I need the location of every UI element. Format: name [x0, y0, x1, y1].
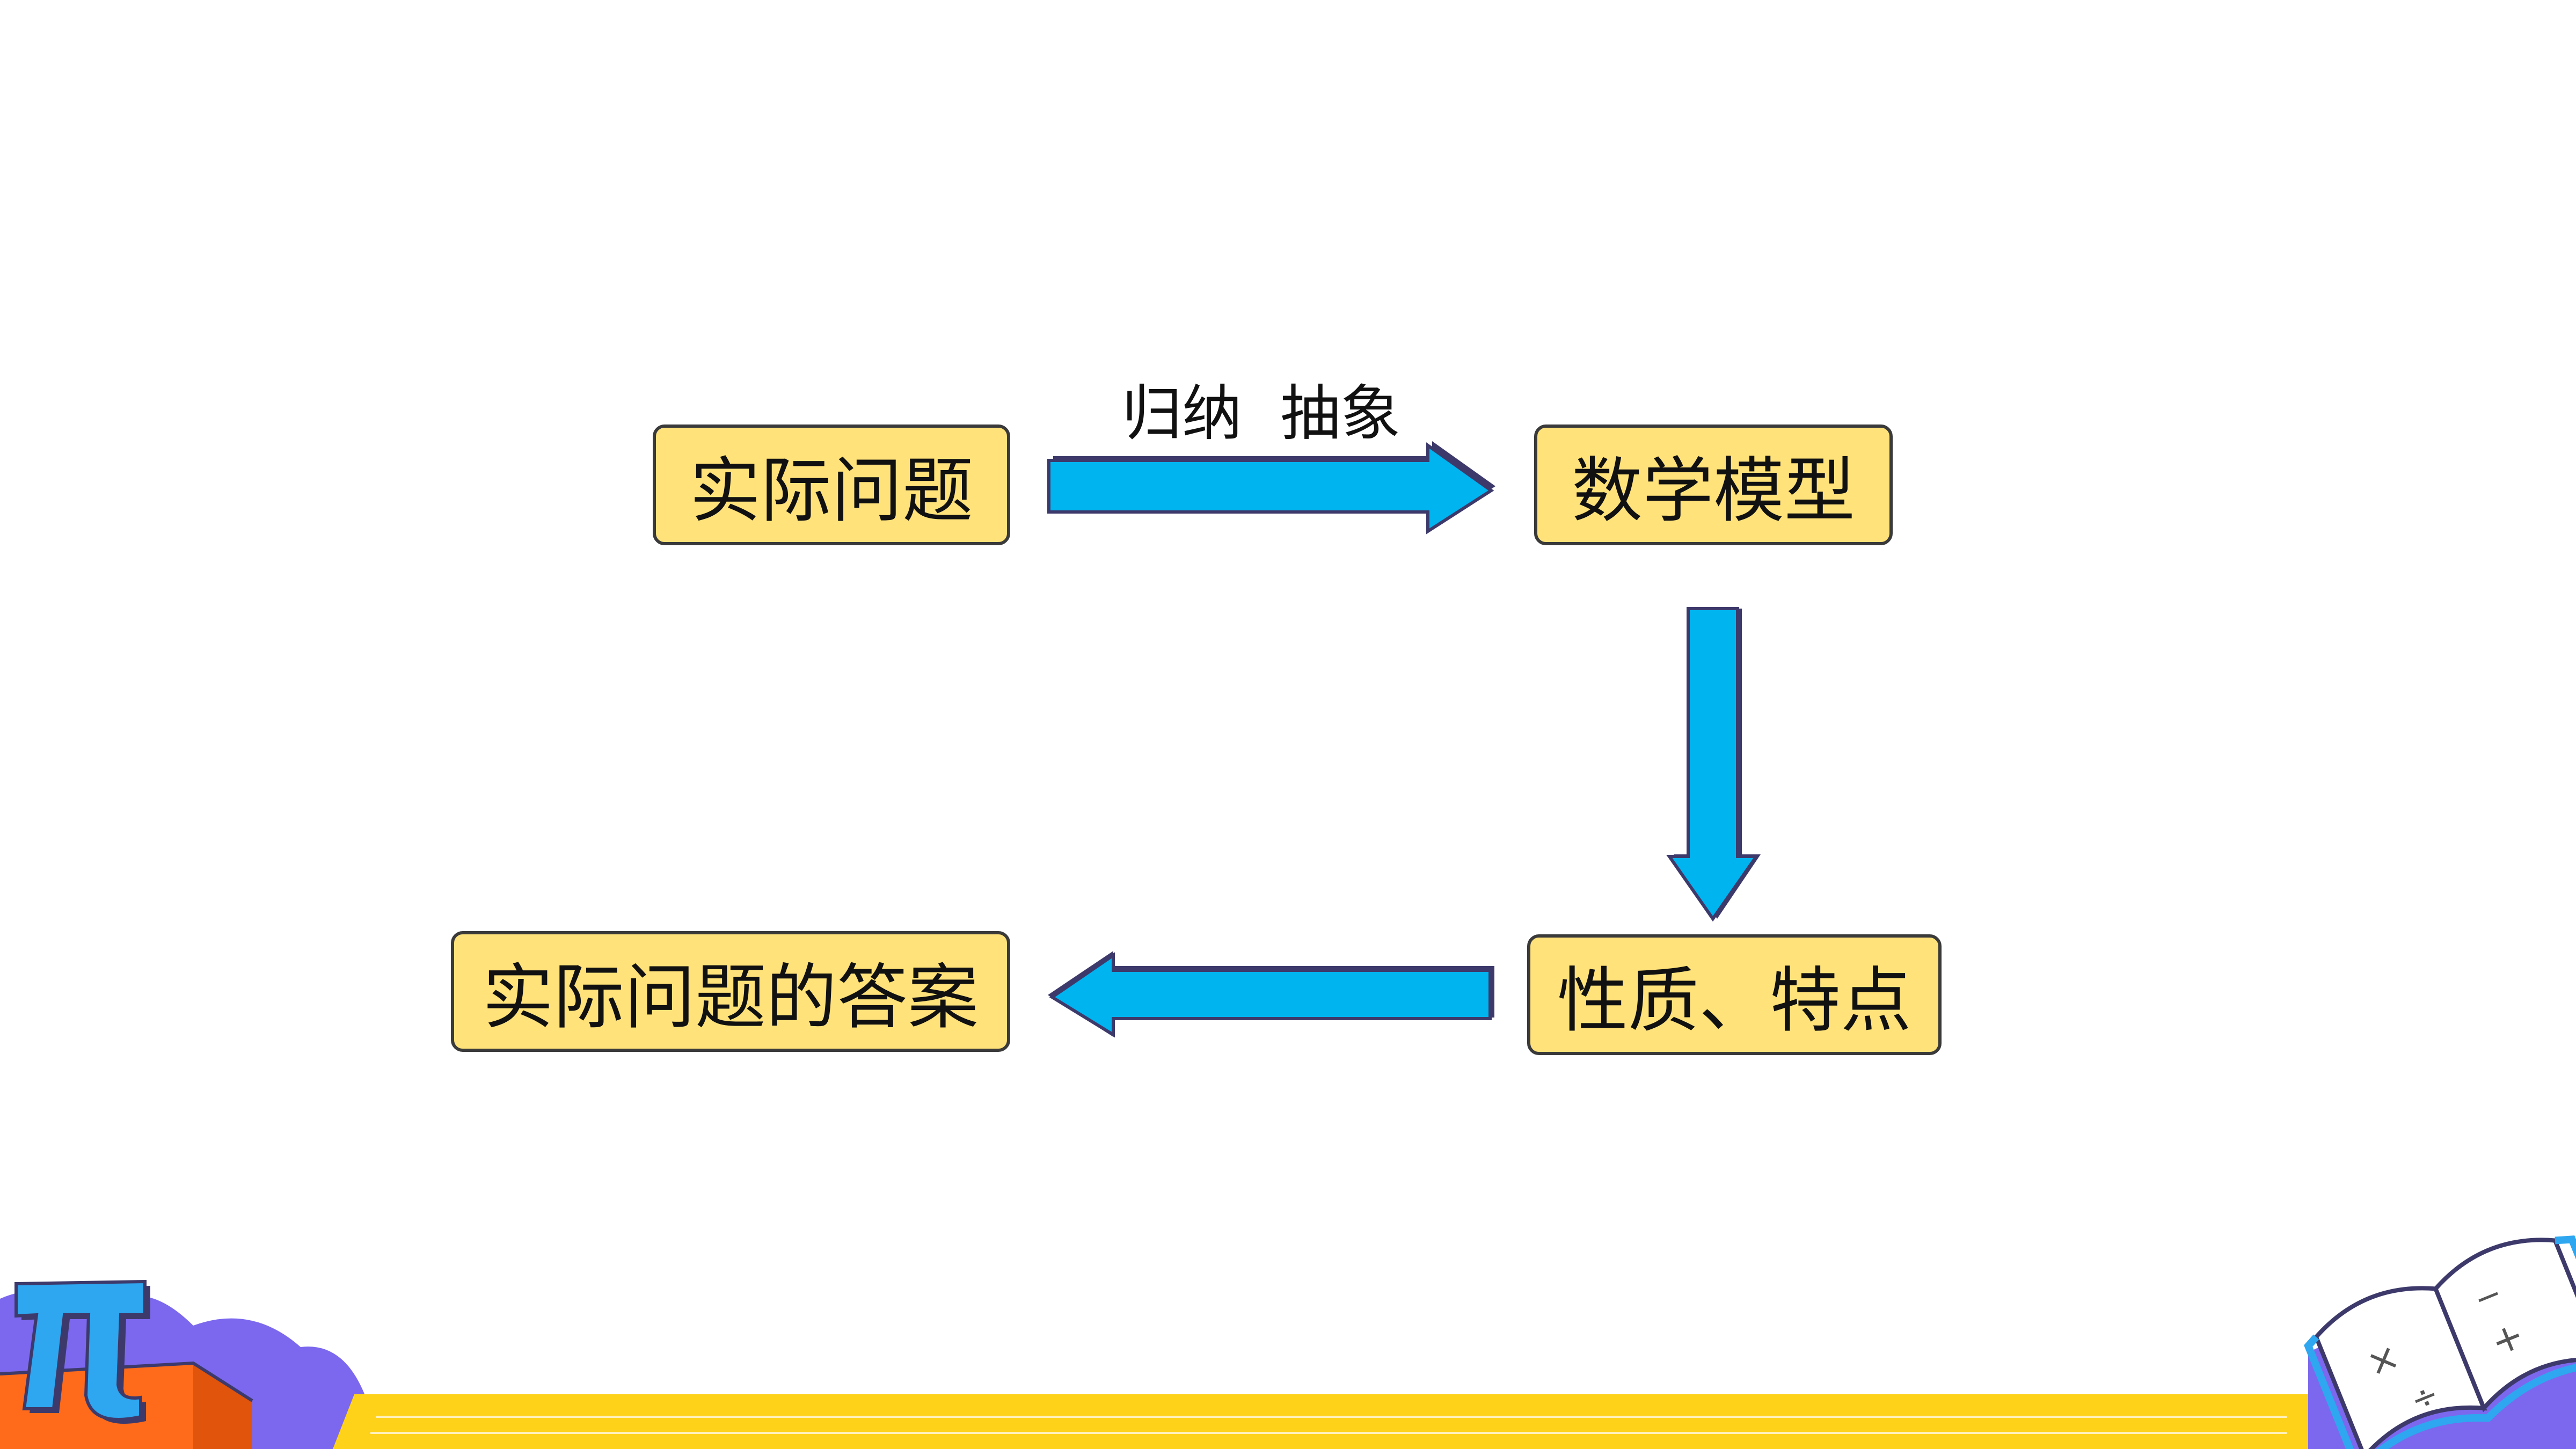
footer-yellow-bar: [333, 1394, 2308, 1449]
node-properties-features: 性质、特点: [1527, 934, 1942, 1055]
node-math-model: 数学模型: [1534, 425, 1893, 545]
arrow-down-model-to-properties: [1666, 607, 1761, 922]
open-book-icon: − + × ÷: [2304, 1235, 2576, 1449]
node-practical-problem: 实际问题: [653, 425, 1010, 545]
node-problem-answer: 实际问题的答案: [451, 931, 1010, 1052]
pi-icon: [14, 1279, 150, 1424]
arrow-left-properties-to-answer: [1048, 951, 1494, 1038]
arrow-right-problem-to-model: [1047, 441, 1495, 535]
arrow-label-induce-abstract: 归纳 抽象: [1122, 379, 1401, 449]
